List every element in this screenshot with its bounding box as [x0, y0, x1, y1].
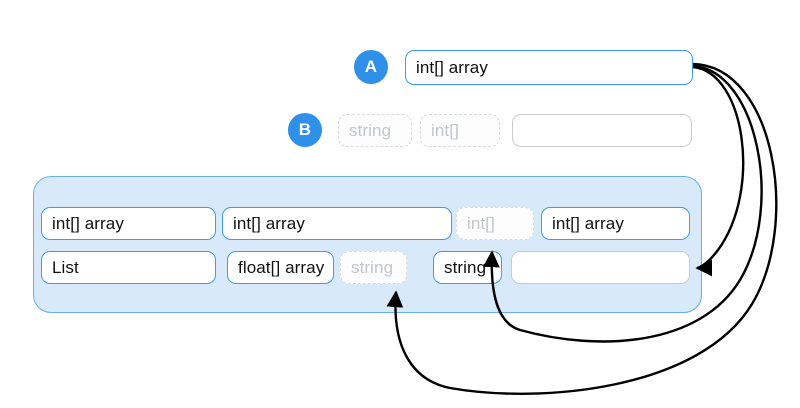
row-badge-b: B: [288, 113, 322, 147]
panel-r1-c3-ghost-intarray[interactable]: int[]: [456, 207, 534, 240]
grouped-rows-panel[interactable]: [33, 176, 702, 313]
panel-r2-c2[interactable]: float[] array: [227, 251, 334, 284]
field-b-ghost-string[interactable]: string: [338, 114, 412, 147]
panel-r2-c5-empty-slot[interactable]: [511, 251, 690, 284]
panel-r1-c1[interactable]: int[] array: [41, 207, 216, 240]
panel-r1-c2[interactable]: int[] array: [222, 207, 452, 240]
panel-r1-c4[interactable]: int[] array: [541, 207, 690, 240]
row-badge-a: A: [354, 50, 388, 84]
field-b-ghost-intarray[interactable]: int[]: [420, 114, 500, 147]
field-a-value[interactable]: int[] array: [405, 50, 693, 85]
panel-r2-c3-ghost-string[interactable]: string: [340, 251, 407, 284]
panel-r2-c1[interactable]: List: [41, 251, 216, 284]
panel-r2-c4[interactable]: string: [433, 251, 502, 284]
field-b-empty-slot[interactable]: [512, 114, 692, 147]
